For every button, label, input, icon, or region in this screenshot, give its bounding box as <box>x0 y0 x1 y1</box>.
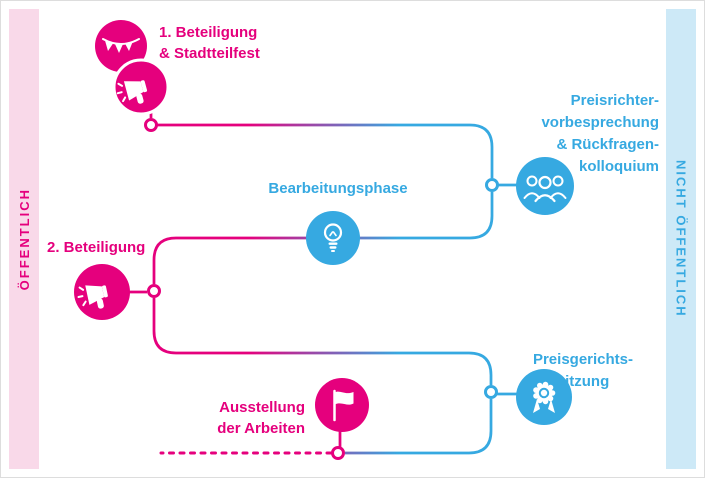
milestone-node-3 <box>147 284 161 298</box>
people-icon <box>523 175 567 203</box>
lightbulb-icon <box>323 223 343 252</box>
milestone-node-2 <box>485 178 499 192</box>
bunting-icon <box>102 38 140 53</box>
label-ausstellung: Ausstellung der Arbeiten <box>217 399 305 437</box>
label-beteiligung2: 2. Beteiligung <box>47 239 146 256</box>
flow-line-3 <box>152 298 493 385</box>
flow-line-1 <box>157 123 494 178</box>
not-public-band: NICHT ÖFFENTLICH <box>666 9 696 469</box>
label-beteiligung1: 1. Beteiligung & Stadtteilfest <box>159 24 260 62</box>
milestone-node-4 <box>484 385 498 399</box>
medal-icon <box>533 381 556 413</box>
label-bearbeitung: Bearbeitungsphase <box>268 180 408 197</box>
label-preisrichter: Preisrichter- vorbesprechung & Rückfrage… <box>541 92 659 175</box>
flow-line-4 <box>345 399 493 455</box>
not-public-band-label: NICHT ÖFFENTLICH <box>673 160 689 318</box>
megaphone-icon <box>116 80 148 104</box>
public-band: ÖFFENTLICH <box>9 9 39 469</box>
milestone-node-5 <box>331 446 345 460</box>
milestone-node-1 <box>144 118 158 132</box>
flag-icon <box>333 389 354 422</box>
label-preisgericht: Preisgerichts- sitzung <box>532 351 634 390</box>
step-circle-ausstellung <box>315 378 369 432</box>
step-circle-bearbeitung <box>306 211 360 265</box>
megaphone-icon <box>77 285 108 309</box>
